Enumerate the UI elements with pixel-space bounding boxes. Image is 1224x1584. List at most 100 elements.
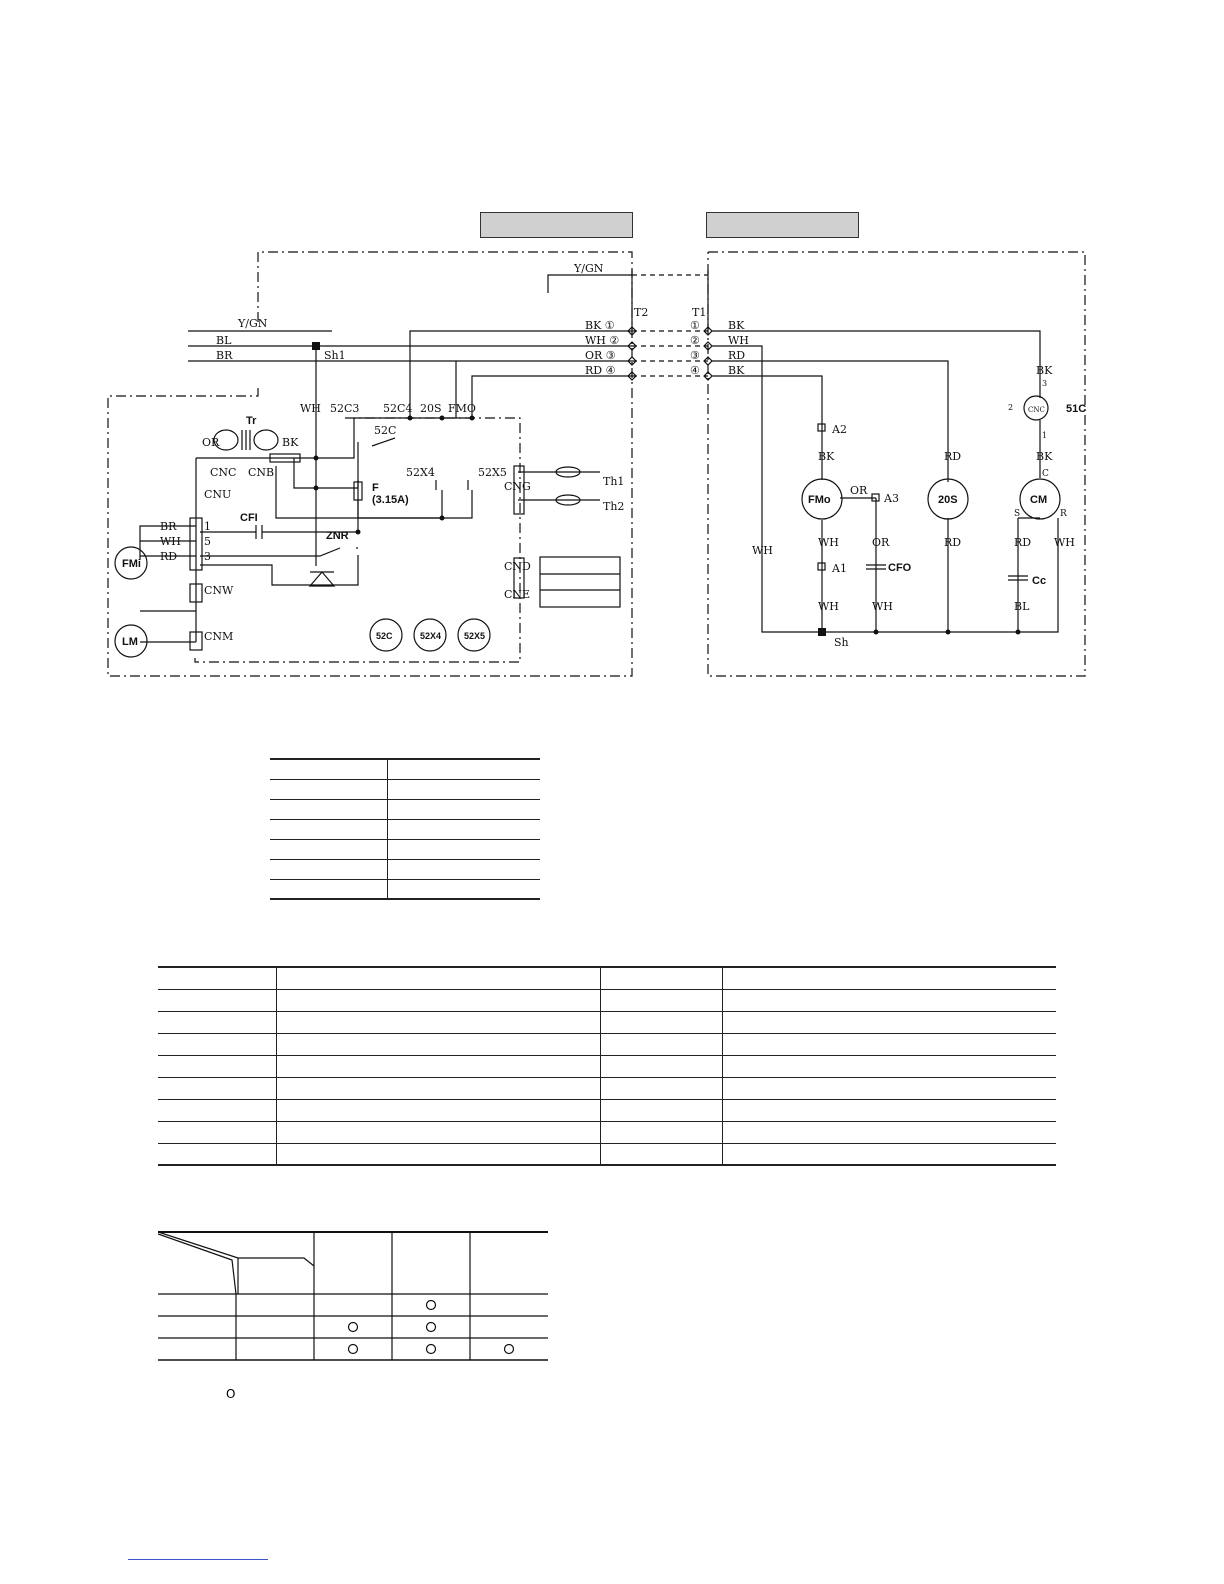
parts-cell	[276, 1055, 601, 1078]
cnc-label: CNC	[210, 466, 236, 479]
cnu-pin-1: 1	[204, 520, 211, 533]
switch-mark	[347, 1343, 359, 1355]
parts-cell	[276, 1033, 601, 1056]
switch-mark	[503, 1343, 515, 1355]
cnb-label: CNB	[248, 466, 274, 479]
52c3-label: 52C3	[330, 402, 359, 415]
parts-cell	[276, 1143, 601, 1166]
cfo-wire-wh: WH	[872, 600, 893, 613]
parts-cell	[600, 1011, 723, 1034]
parts-cell	[722, 989, 1056, 1012]
cfi-label: CFI	[240, 512, 258, 524]
color-code-row	[270, 859, 540, 880]
51c-wire-bk: BK	[1036, 364, 1053, 377]
relay-52c-label: 52C	[376, 631, 393, 641]
color-code-row	[270, 779, 540, 800]
51c-pin-3: 3	[1042, 379, 1047, 388]
bk-label: BK	[282, 436, 299, 449]
fmi-wire-rd: RD	[160, 550, 177, 563]
parts-cell	[158, 1077, 277, 1100]
parts-cell	[158, 1121, 277, 1144]
cnm-label: CNM	[204, 630, 233, 643]
relay-52x4-label: 52X4	[420, 631, 441, 641]
parts-row	[158, 967, 1056, 990]
parts-row	[158, 1011, 1056, 1034]
a1-label: A1	[831, 562, 847, 575]
color-code-cell	[270, 819, 388, 840]
parts-cell	[600, 1143, 723, 1166]
parts-cell	[158, 1099, 277, 1122]
parts-cell	[722, 1011, 1056, 1034]
cm-terminal-r: R	[1060, 509, 1067, 519]
20s-label: 20S	[420, 402, 442, 415]
cm-wire-wh: WH	[1054, 536, 1075, 549]
th1-label: Th1	[603, 475, 624, 488]
relay-52x5-label: 52X5	[464, 631, 485, 641]
terminal-num-2: ②	[690, 334, 700, 347]
wire-label-bk1: BK ①	[585, 319, 615, 332]
51c-label: 51C	[1066, 403, 1086, 415]
parts-cell	[600, 1121, 723, 1144]
color-code-cell	[387, 879, 540, 900]
parts-cell	[722, 1077, 1056, 1100]
parts-cell	[722, 1099, 1056, 1122]
52c4-label: 52C4	[383, 402, 412, 415]
20s-wire-rd: RD	[944, 450, 961, 463]
parts-row	[158, 989, 1056, 1012]
fuse-label: F	[372, 482, 379, 494]
fmi-wire-wh: WH	[160, 535, 181, 548]
20s-coil-label: 20S	[938, 494, 958, 506]
wire-label-sh1: Sh1	[324, 349, 346, 362]
parts-cell	[158, 1011, 277, 1034]
20s-wire-rd2: RD	[944, 536, 961, 549]
cne-label: CNE	[504, 588, 530, 601]
color-code-cell	[387, 779, 540, 800]
fmi-wire-br: BR	[160, 520, 177, 533]
a3-label: A3	[883, 492, 899, 505]
cm-terminal-s: S	[1014, 509, 1020, 519]
terminal-num-3: ③	[690, 349, 700, 362]
color-code-row	[270, 759, 540, 780]
parts-cell	[600, 967, 723, 990]
footer-link-line	[128, 1559, 268, 1560]
wire-label-out-rd: RD	[728, 349, 745, 362]
wire-label-wh-vertical: WH	[300, 402, 321, 415]
color-code-cell	[387, 759, 540, 780]
wire-label-br: BR	[216, 349, 233, 362]
color-code-cell	[387, 839, 540, 860]
cm-wire-rd: RD	[1014, 536, 1031, 549]
tr-label: Tr	[246, 415, 257, 427]
52x4-label: 52X4	[406, 466, 435, 479]
wire-label-or3: OR ③	[585, 349, 616, 362]
color-code-cell	[270, 859, 388, 880]
parts-cell	[158, 1143, 277, 1166]
parts-cell	[276, 1011, 601, 1034]
color-code-row	[270, 819, 540, 840]
cfo-label: CFO	[888, 562, 912, 574]
parts-cell	[722, 1143, 1056, 1166]
cnu-label: CNU	[204, 488, 231, 501]
parts-cell	[276, 989, 601, 1012]
52c-contact-label: 52C	[374, 424, 396, 437]
parts-row	[158, 1099, 1056, 1122]
cng-label: CNG	[504, 480, 531, 493]
parts-cell	[722, 1055, 1056, 1078]
parts-cell	[158, 1033, 277, 1056]
znr-label: ZNR	[326, 530, 349, 542]
switch-mark	[425, 1321, 437, 1333]
parts-cell	[600, 1033, 723, 1056]
outdoor-wh-vertical: WH	[752, 544, 773, 557]
outdoor-unit-header	[706, 212, 859, 238]
cc-wire-bl: BL	[1014, 600, 1030, 613]
cnu-pin-3: 3	[204, 550, 211, 563]
wire-label-bl: BL	[216, 334, 232, 347]
color-code-row	[270, 879, 540, 900]
parts-cell	[600, 1099, 723, 1122]
color-code-table	[270, 758, 540, 900]
cnd-label: CND	[504, 560, 531, 573]
color-code-cell	[387, 799, 540, 820]
cm-motor-label: CM	[1030, 494, 1047, 506]
wire-label-out-wh: WH	[728, 334, 749, 347]
a2-label: A2	[831, 423, 847, 436]
